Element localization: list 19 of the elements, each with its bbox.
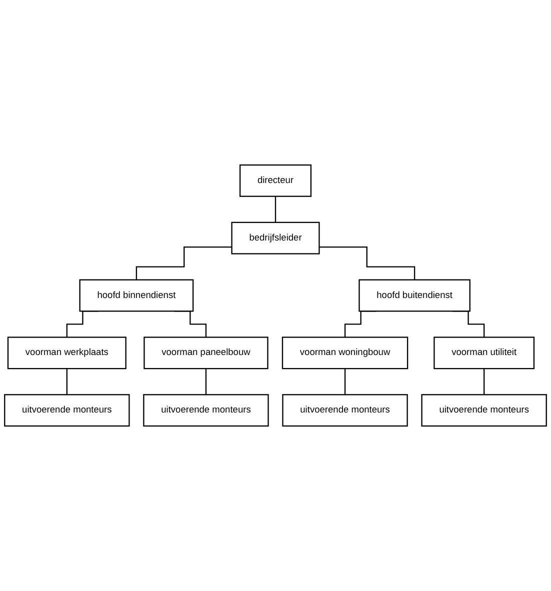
node-box: uitvoerende monteurs bbox=[4, 394, 130, 427]
node-box: hoofd buitendienst bbox=[358, 279, 470, 312]
node-box: voorman paneelbouw bbox=[144, 336, 268, 370]
node-box: uitvoerende monteurs bbox=[282, 394, 408, 427]
node-box: voorman utiliteit bbox=[434, 336, 535, 370]
node-box: uitvoerende monteurs bbox=[143, 394, 269, 427]
node-box: hoofd binnendienst bbox=[79, 279, 194, 312]
node-box: voorman werkplaats bbox=[7, 336, 126, 370]
node-box: voorman woningbouw bbox=[282, 336, 408, 370]
connector bbox=[205, 368, 207, 396]
connector bbox=[136, 246, 232, 280]
connector bbox=[66, 368, 68, 396]
connector bbox=[344, 368, 346, 396]
node-box: directeur bbox=[239, 164, 312, 197]
connector bbox=[319, 246, 416, 280]
node-box: uitvoerende monteurs bbox=[421, 394, 547, 427]
node-box: bedrijfsleider bbox=[231, 222, 320, 254]
connector bbox=[274, 196, 276, 223]
connector bbox=[484, 368, 485, 396]
